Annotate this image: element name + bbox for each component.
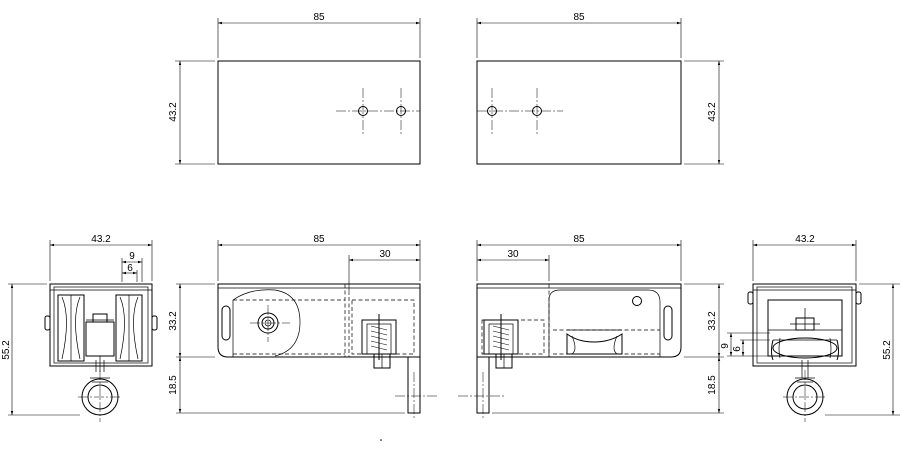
dim-front-left-width: 85 (313, 234, 325, 245)
dim-front-left-bracket: 18.5 (168, 375, 179, 395)
dim-right-side-9: 9 (720, 343, 731, 349)
top-left-body (217, 60, 421, 165)
dim-left-side-6: 6 (127, 263, 133, 274)
dim-front-right-bracket: 18.5 (707, 375, 718, 395)
dim-front-right-body: 33.2 (707, 311, 718, 331)
dim-front-left-offset: 30 (379, 249, 391, 260)
dim-left-side-9: 9 (129, 251, 135, 262)
top-right-plan-view: 85 43.2 (476, 12, 724, 165)
dim-left-side-height: 55.2 (1, 340, 12, 360)
front-right-view: 85 30 33.2 18.5 (458, 234, 724, 420)
right-side-pulley (772, 337, 838, 359)
dim-front-right-width: 85 (573, 234, 585, 245)
dim-front-left-body: 33.2 (168, 311, 179, 331)
hole (632, 296, 642, 306)
top-left-plan-view: 85 43.2 (168, 12, 421, 165)
front-right-body (476, 283, 682, 358)
front-left-view: 85 30 33.2 18.5 (168, 234, 438, 420)
front-left-body (217, 283, 421, 358)
dim-top-left-height: 43.2 (168, 102, 179, 122)
dim-right-side-width: 43.2 (795, 234, 815, 245)
dim-top-left-width: 85 (313, 12, 325, 23)
right-side-view: 43.2 9 6 55.2 (720, 234, 900, 422)
dim-right-side-height: 55.2 (882, 340, 893, 360)
top-right-body (476, 60, 682, 165)
dim-left-side-width: 43.2 (91, 234, 111, 245)
dim-front-right-offset: 30 (507, 249, 519, 260)
dim-right-side-6: 6 (732, 346, 743, 352)
dim-top-right-height: 43.2 (707, 102, 718, 122)
dim-top-right-width: 85 (573, 12, 585, 23)
pulley (566, 333, 623, 355)
right-side-housing (752, 283, 857, 367)
left-side-view: 43.2 9 6 55.2 (1, 234, 158, 422)
